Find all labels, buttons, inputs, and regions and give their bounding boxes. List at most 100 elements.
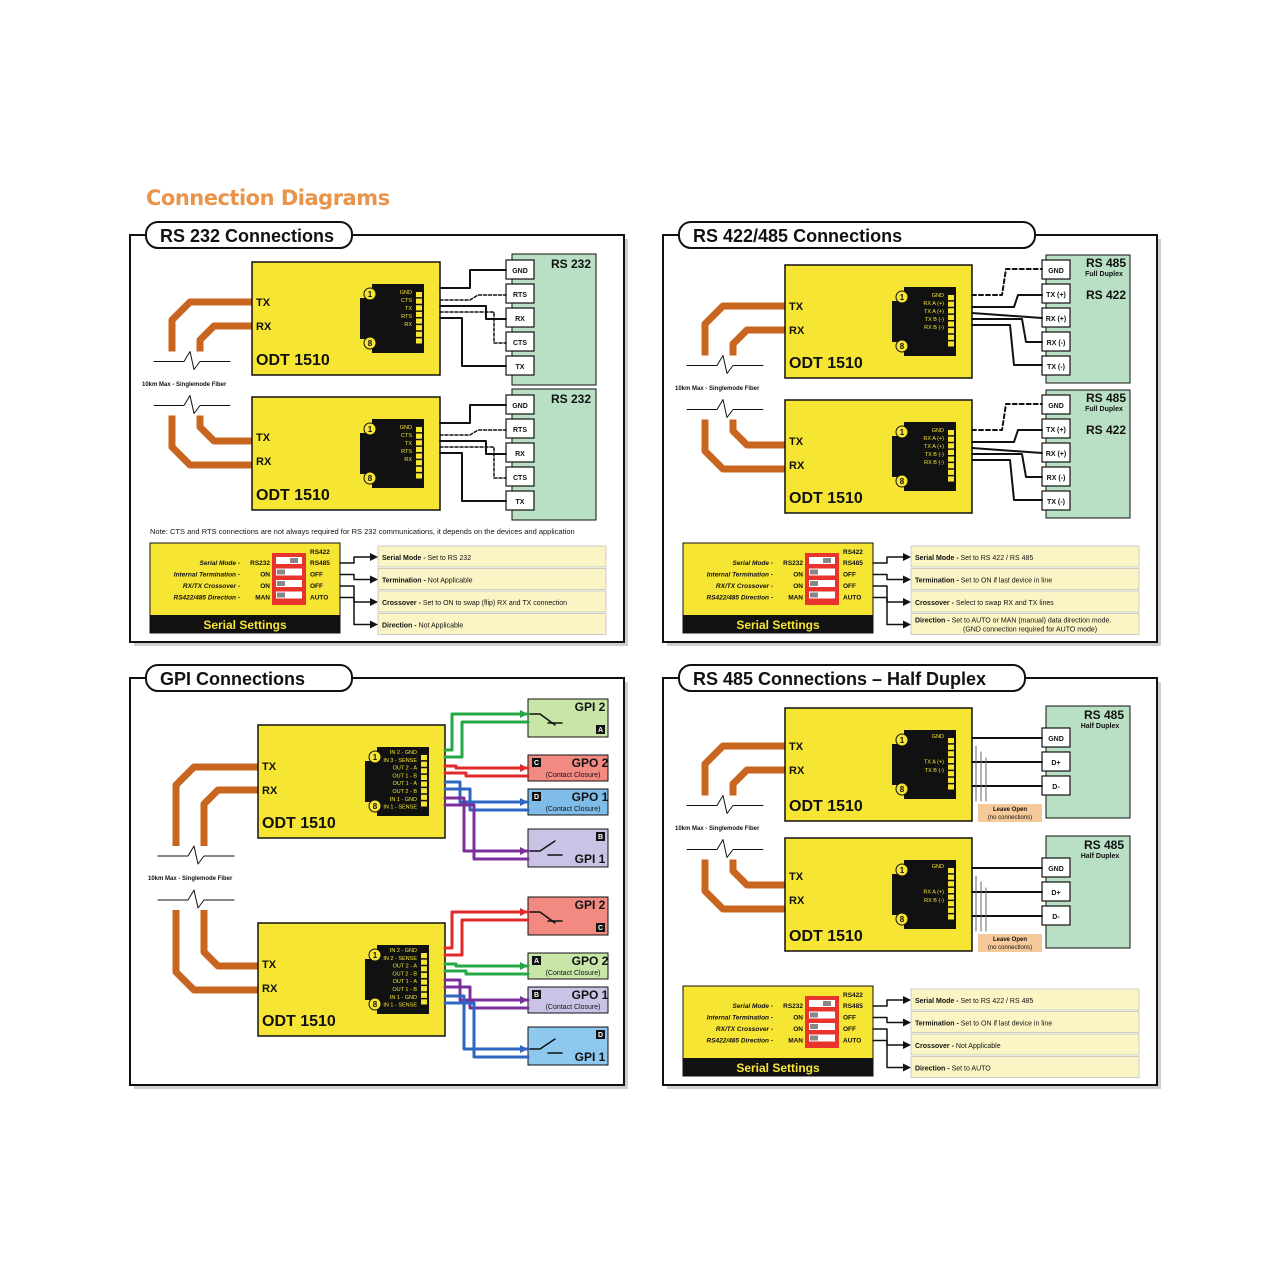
- pin-contact: [421, 972, 427, 978]
- terminal-label: RX (-): [1047, 475, 1066, 482]
- break-mark: [153, 351, 231, 370]
- setting-value: Set to AUTO: [952, 1066, 992, 1073]
- rj45-connector: [892, 287, 956, 356]
- pin-contact: [948, 328, 954, 334]
- pin-contact: [416, 292, 422, 298]
- gpi-block: [527, 1026, 609, 1066]
- switch-right-value: OFF: [843, 1026, 856, 1033]
- signal-arrow: [520, 1045, 528, 1053]
- odt-name: ODT 1510: [789, 798, 863, 815]
- terminal-label: RTS: [513, 427, 527, 434]
- pin-contact: [948, 738, 954, 744]
- arrow-head: [903, 1063, 911, 1072]
- pin-contact: [948, 469, 954, 475]
- dip-slot: [276, 591, 302, 599]
- setting-value: Set to AUTO or MAN (manual) data directi…: [952, 618, 1112, 625]
- pin-contact: [421, 788, 427, 794]
- settings-title-bar: [150, 615, 340, 633]
- tx-label: TX: [256, 432, 271, 444]
- pin-8-label: 8: [900, 342, 905, 351]
- setting-row: [377, 568, 607, 590]
- terminal-label: GND: [1048, 403, 1064, 410]
- terminal-label: TX: [516, 364, 525, 371]
- setting-text: Termination - Set to ON if last device i…: [915, 1021, 1052, 1028]
- block-sub: (Contact Closure): [546, 970, 601, 977]
- leave-open-label: Leave Open: [993, 937, 1027, 943]
- fiber-break: [152, 351, 222, 416]
- switch-row-label: RX/TX Crossover -: [183, 583, 240, 590]
- wire-gnd: [971, 403, 1043, 431]
- rj45-connector: [360, 419, 424, 488]
- pin-contact: [416, 331, 422, 337]
- pin-label: OUT 1 - A: [393, 781, 418, 787]
- setting-key: Serial Mode -: [915, 555, 961, 562]
- block-name: GPI 1: [575, 852, 606, 866]
- pin-contact: [421, 966, 427, 972]
- switch-right-value: AUTO: [843, 1038, 861, 1045]
- terminal-label: GND: [512, 268, 528, 275]
- pin-contact: [421, 794, 427, 800]
- setting-arrow: [872, 1039, 908, 1069]
- panel-title: RS 422/485 Connections: [693, 226, 902, 246]
- terminal-label: TX (+): [1046, 292, 1066, 299]
- pin-contact: [416, 453, 422, 459]
- device-name: RS 485: [1084, 838, 1124, 852]
- pin-label: RX A (+): [923, 301, 944, 307]
- switch-top-value: RS422: [310, 549, 330, 556]
- device-sub: Half Duplex: [1081, 723, 1120, 730]
- gpi-block: [527, 788, 609, 816]
- block-name: GPO 1: [572, 790, 609, 804]
- dip-slot: [809, 568, 835, 576]
- tag-letter: B: [598, 834, 603, 841]
- tx-label: TX: [789, 301, 804, 313]
- switch-top-value: RS422: [843, 992, 863, 999]
- switch-right-value: RS485: [843, 1003, 863, 1010]
- rj45-connector: [892, 422, 956, 491]
- setting-arrow: [339, 585, 375, 603]
- pin-contact: [948, 321, 954, 327]
- gpi-block: [527, 828, 609, 868]
- setting-text: Serial Mode - Set to RS 232: [382, 555, 471, 562]
- signal-arrow: [520, 710, 528, 718]
- pin-contact: [948, 301, 954, 307]
- switch-row-label: RS422/485 Direction -: [707, 1038, 773, 1045]
- tag-box: [596, 832, 605, 841]
- pin-1-label: 1: [368, 290, 373, 299]
- gpi-block: [527, 754, 609, 782]
- pin-1-label: 1: [373, 951, 378, 960]
- signal-wire: [443, 803, 530, 861]
- pin-8-label: 8: [373, 802, 378, 811]
- arrow-head: [903, 1018, 911, 1027]
- setting-value: Set to RS 232: [428, 555, 472, 562]
- pin-contact: [416, 427, 422, 433]
- pin-8-marker: [895, 782, 909, 796]
- wire-rx: [439, 452, 507, 502]
- pin-8-label: 8: [368, 339, 373, 348]
- arrow-head: [370, 553, 378, 561]
- setting-row: [910, 545, 1140, 568]
- terminal-label: TX: [516, 499, 525, 506]
- setting-row: [910, 1033, 1140, 1056]
- pin-label: CTS: [401, 298, 412, 304]
- rj45-connector: [892, 860, 956, 929]
- rj45-connector: [360, 284, 424, 353]
- pin-label: GND: [932, 864, 944, 870]
- pin-1-label: 1: [368, 425, 373, 434]
- wire-rx-minus: [971, 453, 1043, 478]
- tag-letter: A: [534, 958, 539, 965]
- tag-box: [532, 792, 541, 801]
- pin-contact: [421, 781, 427, 787]
- tag-letter: C: [598, 925, 603, 932]
- dip-slot: [809, 1011, 835, 1019]
- setting-key: Serial Mode -: [382, 555, 428, 562]
- pin-contact: [948, 868, 954, 874]
- block-name: GPI 1: [575, 1050, 606, 1064]
- arrow-head: [903, 575, 911, 584]
- pin-label: IN 3 - SENSE: [383, 758, 417, 764]
- pin-contact: [948, 894, 954, 900]
- device-name: RS 232: [551, 257, 591, 271]
- switch-left-value: ON: [793, 583, 803, 590]
